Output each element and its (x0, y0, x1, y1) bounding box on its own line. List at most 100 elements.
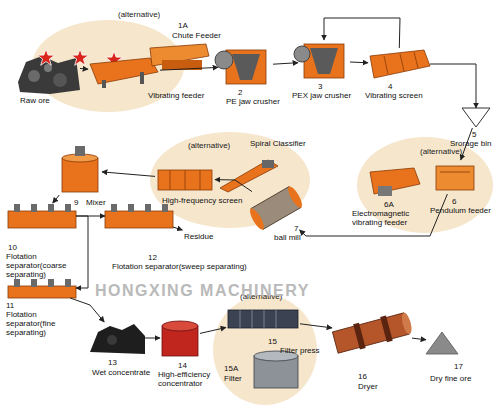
press-plate (264, 310, 265, 328)
cell-motor (31, 204, 37, 212)
equipment-node: 12Flotation separator(sweep separating) (105, 203, 173, 229)
alternative-note: (alternative) (118, 10, 160, 19)
flow-arrow (102, 172, 155, 177)
screen-rib (414, 52, 418, 68)
equipment-label: Dry fine ore (430, 374, 471, 383)
equipment-node: 1AChute Feeder (148, 42, 210, 72)
electromagnetic-feeder (370, 168, 420, 194)
callout-number: 5 (472, 130, 476, 139)
storage-bin (462, 108, 490, 127)
ore-rock (28, 70, 40, 82)
callout-number: 9 (74, 198, 78, 207)
callout-number: 12 (148, 253, 157, 262)
dryer-end (400, 312, 413, 335)
flow-arrow (76, 216, 88, 288)
fine-ore-pile (426, 332, 458, 354)
vibrating-screen (370, 50, 430, 78)
equipment-label: Residue (184, 232, 213, 241)
equipment-label: Raw ore (20, 96, 50, 105)
callout-number: 15 (268, 337, 277, 346)
dryer-ring (353, 323, 366, 350)
flotation-cells (105, 211, 173, 228)
flotation-cells (8, 286, 76, 298)
mixer-motor (75, 146, 85, 156)
feeder-leg (140, 72, 144, 84)
cell-motor (128, 204, 134, 212)
cell-motor (162, 204, 168, 212)
flow-arrow (173, 227, 182, 230)
flow-arrow (300, 324, 332, 328)
flow-arrow (160, 67, 218, 70)
logo-star (71, 49, 88, 65)
screen-rib (185, 170, 186, 190)
classifier-motor (262, 160, 274, 168)
equipment-node: Residue (182, 230, 220, 242)
flow-arrow (215, 180, 252, 192)
crusher-jaw (310, 48, 338, 74)
cell-motor (48, 279, 54, 287)
flotation-cells (8, 211, 76, 228)
equipment-label: PE jaw crusher (226, 97, 280, 106)
callout-number: 3 (318, 82, 322, 91)
cell-motor (111, 204, 117, 212)
equipment-node: 16Dryer (332, 310, 412, 356)
flow-arrow (145, 338, 160, 339)
callout-number: 2 (238, 88, 242, 97)
callout-number: 4 (388, 82, 392, 91)
equipment-label: Filter press (280, 346, 320, 355)
flow-arrow (300, 194, 448, 236)
callout-number: 11 (6, 301, 14, 310)
equipment-node: 5Srorage bin (462, 108, 490, 128)
feeder-magnet (378, 186, 392, 196)
alternative-note: (alternative) (420, 147, 462, 156)
crusher-jaw (232, 54, 260, 80)
equipment-label: High-efficiency concentrator (158, 370, 220, 388)
callout-number: 13 (108, 358, 117, 367)
feeder-leg (102, 80, 106, 88)
callout-number: 17 (454, 362, 463, 371)
equipment-node: 9Mixer (58, 145, 102, 195)
equipment-label: Spiral Classifier (250, 139, 306, 148)
flow-arrow (430, 64, 476, 108)
press-plate (276, 310, 277, 328)
feeder-rib (440, 172, 470, 173)
callout-number: 1A (178, 21, 188, 30)
callout-number: 10 (8, 243, 17, 252)
dryer (332, 310, 414, 355)
screen-rib (200, 170, 201, 190)
equipment-node: 14High-efficiency concentrator (160, 318, 200, 358)
concentrator-top (162, 321, 198, 331)
equipment-label: Vibrating feeder (148, 91, 204, 100)
flow-arrow (53, 195, 60, 203)
equipment-node: Raw ore (18, 40, 80, 92)
press-plate (252, 310, 253, 328)
equipment-node: 10Flotation separator(coarse separating) (8, 203, 76, 229)
mill-end (286, 185, 305, 210)
concentrate-lump (107, 335, 117, 345)
callout-number: 6A (384, 200, 394, 209)
press-plate (240, 310, 241, 328)
cell-motor (14, 279, 20, 287)
flow-arrow (324, 18, 400, 48)
equipment-node: 15Filter press (226, 306, 300, 332)
flow-arrow (200, 328, 226, 334)
equipment-node: 3PEX jaw crusher (298, 40, 350, 82)
equipment-node: 2PE jaw crusher (218, 45, 273, 87)
flywheel (294, 46, 310, 62)
equipment-label: Filter (224, 374, 242, 383)
mill-end (247, 207, 266, 232)
vibrating-feeder (90, 58, 158, 84)
equipment-label: Pendulum feeder (430, 206, 491, 215)
equipment-node: 15AFilter (252, 352, 300, 392)
equipment-label: PEX jaw crusher (292, 91, 351, 100)
logo-star (37, 49, 54, 65)
equipment-label: Flotation separator(fine separating) (6, 310, 78, 337)
equipment-node: Vibrating feeder (88, 56, 160, 88)
jaw-crusher (304, 44, 344, 78)
flywheel (215, 51, 233, 69)
callout-number: 15A (224, 364, 238, 373)
spiral-classifier (220, 160, 278, 192)
screen-rib (170, 170, 171, 190)
equipment-label: Chute Feeder (172, 31, 221, 40)
screen-rib (400, 54, 404, 71)
